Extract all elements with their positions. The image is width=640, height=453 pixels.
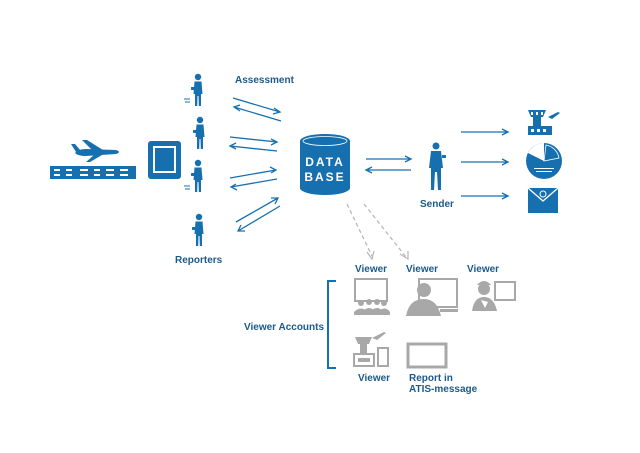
viewer-accounts-label: Viewer Accounts [244,322,325,333]
tablet-icon [148,141,181,179]
viewer-label-1: Viewer [355,264,388,275]
reporter-arrows [228,97,282,232]
email-icon [527,187,559,213]
reporter-person-icon [191,73,203,106]
pilot-screen-icon [472,281,516,311]
pie-chart-icon [526,143,562,179]
runway-icon [50,166,136,179]
viewer-label-4: Viewer [358,373,391,384]
viewer-dashed-arrows [346,203,407,258]
viewer-label-3: Viewer [467,264,500,275]
desktop-user-icon [406,278,458,316]
database-icon: DATA BASE [300,134,350,195]
audience-screen-icon [354,278,390,315]
reporters-label: Reporters [175,255,223,266]
reporter-person-icon [192,213,204,246]
report-atis-line2: ATIS-message [409,384,478,395]
assessment-label: Assessment [235,75,294,86]
report-atis-line1: Report in [409,373,453,384]
airplane-icon [71,140,119,162]
sender-arrows [364,155,413,174]
sender-label: Sender [420,199,454,210]
tower-screen-icon [353,332,389,367]
reporter-person-icon [191,159,203,192]
database-line2: BASE [304,170,345,184]
reporters-group [184,73,205,246]
report-atis-label: Report in ATIS-message [409,373,477,395]
viewer-bracket [327,280,336,369]
reporter-person-icon [193,116,205,149]
monitor-icon [406,342,448,369]
output-arrows [461,128,510,200]
viewer-label-2: Viewer [406,264,439,275]
sender-person-icon [429,142,446,190]
control-tower-icon [528,110,560,135]
database-line1: DATA [305,155,345,169]
